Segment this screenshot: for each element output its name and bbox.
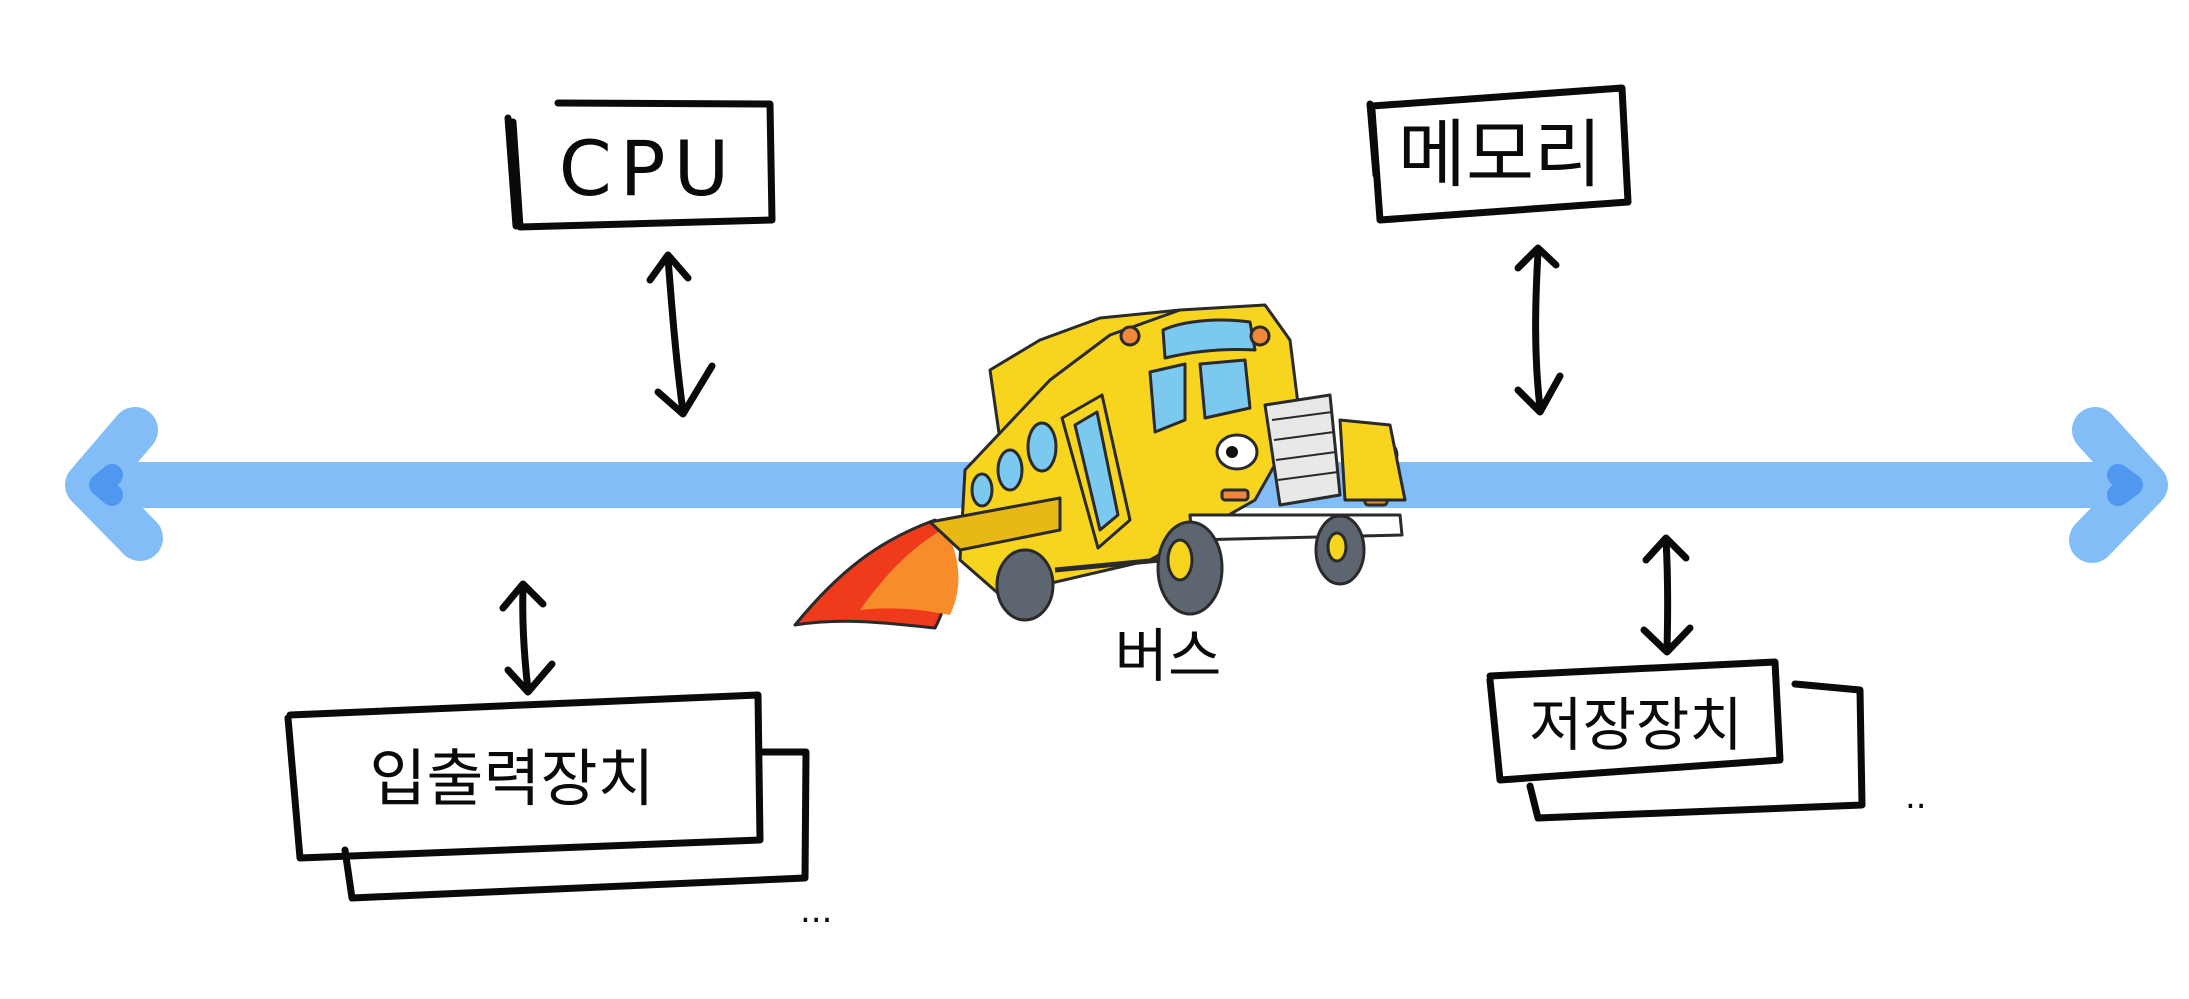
memory-box (1366, 84, 1632, 224)
bus-bumper (1188, 513, 1404, 542)
bus-grille (1263, 393, 1342, 507)
storage-box-back (1526, 680, 1866, 822)
storage-label: 저장장치 (1529, 691, 1742, 759)
io-device-ellipsis: ... (800, 891, 832, 931)
memory-label: 메모리 (1398, 112, 1602, 198)
memory-node: 메모리 (1366, 84, 1632, 224)
storage-node: 저장장치 .. (1486, 658, 1927, 822)
bus-windows (970, 318, 1257, 508)
bus-label: 버스 (1115, 622, 1222, 690)
bus-wheels (995, 514, 1366, 622)
io-device-label: 입출력장치 (369, 742, 654, 815)
io-device-box-back (341, 748, 810, 902)
io-device-box-front (284, 691, 764, 862)
memory-bus-connector (1514, 244, 1564, 416)
cpu-label: CPU (559, 124, 738, 213)
storage-box-front (1486, 658, 1784, 784)
storage-ellipsis: .. (1905, 777, 1927, 817)
bus-right-arrowhead (2069, 407, 2168, 563)
bus-left-arrowhead (65, 407, 163, 561)
io-device-node: 입출력장치 ... (284, 691, 832, 931)
cpu-box (504, 99, 776, 231)
cpu-bus-connector (646, 251, 716, 418)
io-bus-connector (499, 580, 556, 696)
storage-bus-connector (1640, 534, 1694, 656)
school-bus-icon (793, 303, 1407, 630)
cpu-node: CPU (504, 99, 776, 231)
